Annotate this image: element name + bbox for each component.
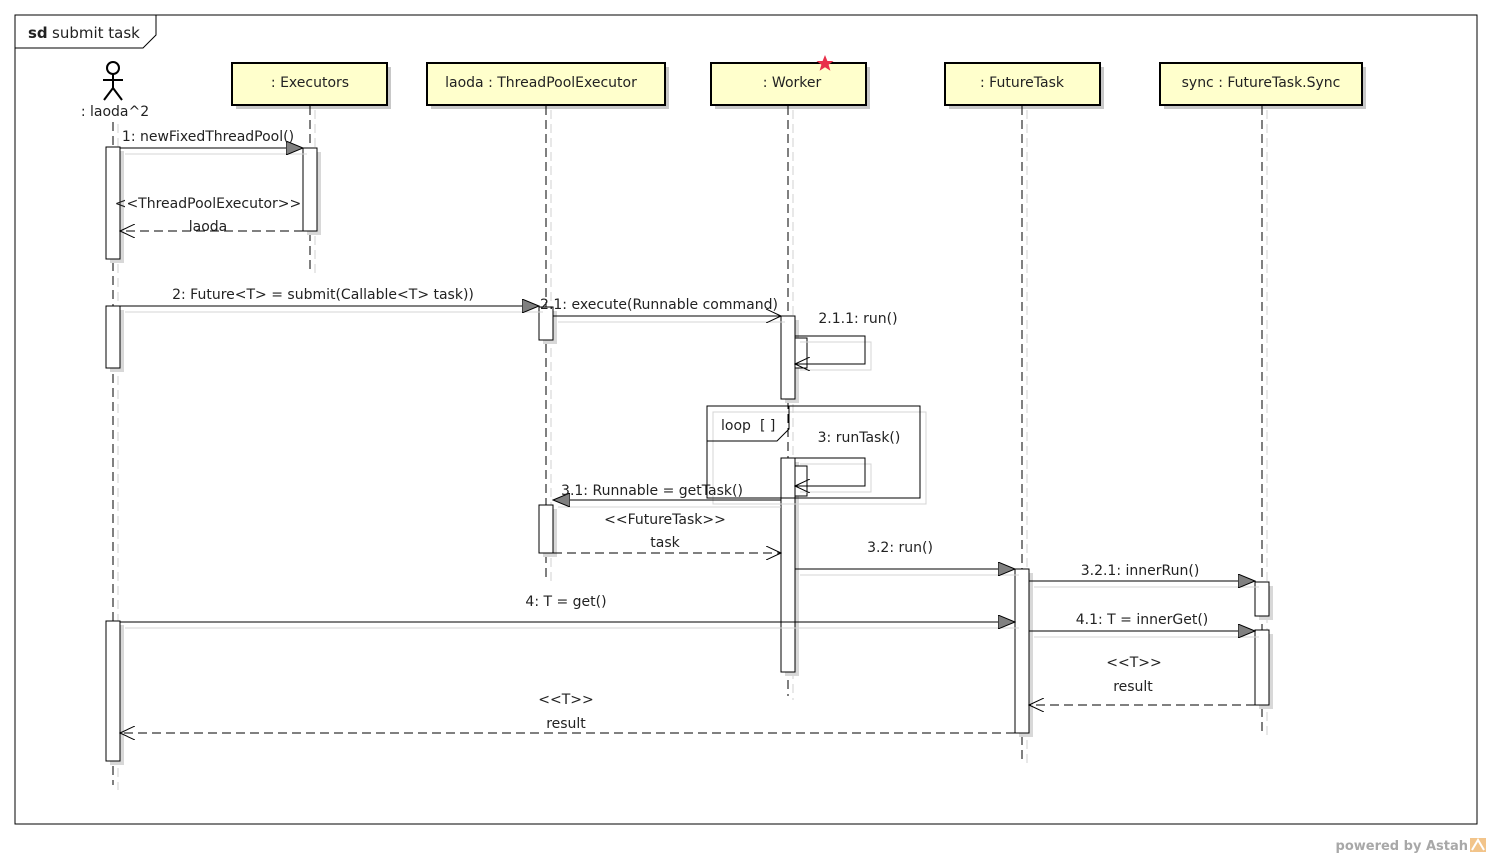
message-label: 3.2: run() xyxy=(867,540,933,556)
message-label: 3: runTask() xyxy=(818,430,901,446)
frame-keyword: sd xyxy=(28,24,48,42)
message-label: 2.1: execute(Runnable command) xyxy=(540,297,778,313)
message-2-1-1-run[interactable]: 2.1.1: run() xyxy=(795,311,898,370)
message-label: 3.1: Runnable = getTask() xyxy=(561,483,743,499)
return-label: task xyxy=(650,535,680,551)
return-1-laoda[interactable]: <<ThreadPoolExecutor>> laoda xyxy=(115,196,303,235)
lifeline-futuretask[interactable]: : FutureTask xyxy=(944,62,1104,109)
message-2-1-execute[interactable]: 2.1: execute(Runnable command) xyxy=(540,297,785,322)
message-label: 2: Future<T> = submit(Callable<T> task)) xyxy=(172,287,474,303)
return-stereotype: <<T>> xyxy=(1106,655,1161,671)
lifeline-label: sync : FutureTask.Sync xyxy=(1182,75,1341,91)
frame-name: submit task xyxy=(52,24,140,42)
message-4-get[interactable]: 4: T = get() xyxy=(120,594,1019,628)
star-icon xyxy=(816,55,834,71)
lifeline-label: : Worker xyxy=(763,75,822,91)
message-2-submit[interactable]: 2: Future<T> = submit(Callable<T> task)) xyxy=(120,287,543,312)
message-label: 2.1.1: run() xyxy=(818,311,897,327)
return-4-result[interactable]: <<T>> result xyxy=(120,692,1015,733)
activation-bars xyxy=(105,146,1273,765)
lifeline-futuretask-sync[interactable]: sync : FutureTask.Sync xyxy=(1159,62,1366,109)
message-label: 3.2.1: innerRun() xyxy=(1081,563,1200,579)
return-label: laoda xyxy=(189,219,228,235)
return-stereotype: <<T>> xyxy=(538,692,593,708)
astah-watermark: powered by Astah xyxy=(1336,838,1486,854)
sd-frame: sd submit task xyxy=(14,14,1478,825)
lifeline-label: laoda : ThreadPoolExecutor xyxy=(445,75,637,91)
return-label: result xyxy=(546,716,586,732)
message-label: 4.1: T = innerGet() xyxy=(1076,612,1209,628)
message-3-2-run[interactable]: 3.2: run() xyxy=(795,540,1019,575)
message-4-1-innerget[interactable]: 4.1: T = innerGet() xyxy=(1029,612,1259,637)
return-label: result xyxy=(1113,679,1153,695)
message-3-runtask[interactable]: 3: runTask() xyxy=(795,430,900,492)
lifeline-label: : Executors xyxy=(271,75,349,91)
lifeline-executors[interactable]: : Executors xyxy=(231,62,391,109)
return-stereotype: <<FutureTask>> xyxy=(604,512,726,528)
lifeline-label: : FutureTask xyxy=(980,75,1065,91)
lifeline-worker[interactable]: : Worker xyxy=(710,55,870,109)
message-3-2-1-innerrun[interactable]: 3.2.1: innerRun() xyxy=(1029,563,1259,587)
loop-operator: loop xyxy=(721,418,751,434)
message-label: 1: newFixedThreadPool() xyxy=(122,129,294,145)
actor-stick-figure-icon xyxy=(103,61,123,101)
actor-laoda[interactable]: : laoda^2 xyxy=(81,61,149,120)
message-3-1-gettask[interactable]: 3.1: Runnable = getTask() xyxy=(553,483,781,508)
astah-logo-icon xyxy=(1470,838,1486,852)
actor-label: : laoda^2 xyxy=(81,104,149,120)
loop-guard: [ ] xyxy=(760,418,775,434)
message-1-newfixedthreadpool[interactable]: 1: newFixedThreadPool() xyxy=(120,129,307,154)
return-stereotype: <<ThreadPoolExecutor>> xyxy=(115,196,302,212)
loop-fragment: loop [ ] xyxy=(706,405,927,505)
powered-by-text: powered by Astah xyxy=(1336,839,1468,854)
return-4-1-result[interactable]: <<T>> result xyxy=(1029,655,1255,705)
return-3-1-task[interactable]: <<FutureTask>> task xyxy=(553,512,781,553)
message-label: 4: T = get() xyxy=(525,594,606,610)
lifeline-threadpoolexecutor[interactable]: laoda : ThreadPoolExecutor xyxy=(426,62,669,109)
